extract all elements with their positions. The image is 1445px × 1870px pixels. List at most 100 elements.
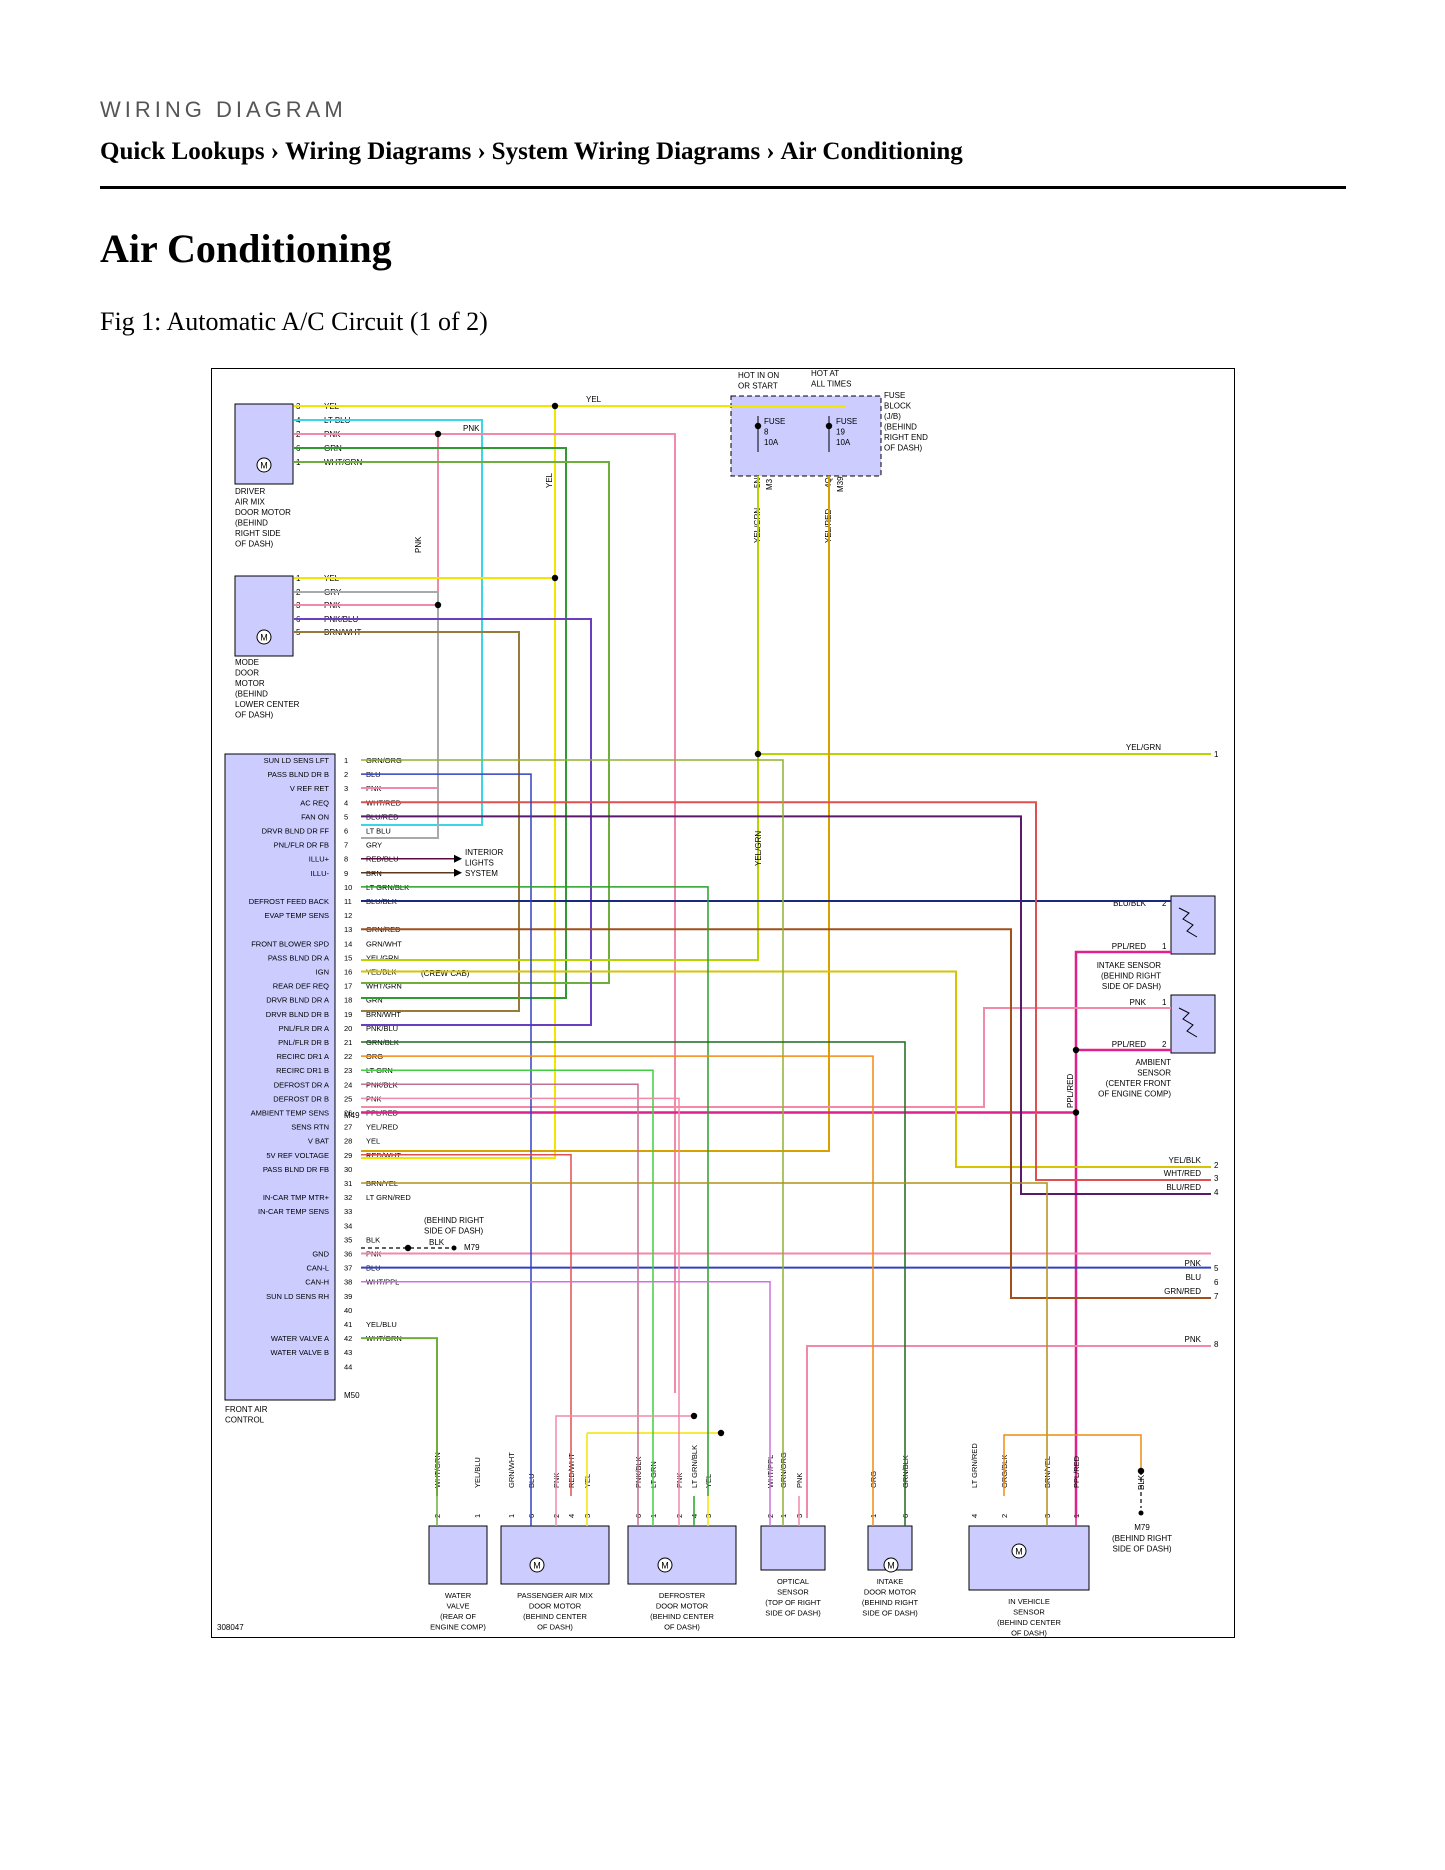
splice-dot — [434, 601, 442, 609]
connector-pin-number: 10 — [344, 883, 352, 892]
wire-wht-grn — [294, 461, 610, 984]
fuse-label: FUSE — [836, 417, 857, 426]
component-label: (BEHIND CENTER — [997, 1618, 1061, 1627]
wire-label: BLK — [366, 1235, 380, 1244]
control-pin-function: CAN-H — [305, 1278, 329, 1287]
wire-label: PPL/RED — [1112, 1040, 1146, 1049]
component-label: PASSENGER AIR MIX — [517, 1591, 593, 1600]
component-label: OF DASH) — [1011, 1629, 1047, 1638]
wire-label: BLK — [429, 1238, 445, 1247]
connector-pin-number: 42 — [344, 1334, 352, 1343]
note-label: SIDE OF DASH) — [424, 1227, 483, 1236]
wire-label: GRN/WHT — [507, 1452, 516, 1488]
wire-wht-red — [361, 801, 1211, 1181]
connector-pin-number: 4 — [970, 1514, 979, 1518]
connector-pin-number: 15 — [344, 953, 352, 962]
connector-pin-number: 26 — [344, 1109, 352, 1118]
connector-pin-number: 43 — [344, 1348, 352, 1357]
wire-label: PNK — [463, 424, 480, 433]
control-pin-function: PASS BLND DR FB — [263, 1165, 329, 1174]
component-label: DOOR MOTOR — [656, 1602, 709, 1611]
wire-label: BLU/BLK — [1113, 899, 1147, 908]
motor-icon — [529, 1557, 545, 1573]
control-pin-function: SUN LD SENS RH — [266, 1292, 329, 1301]
connector-pin-number: 34 — [344, 1221, 352, 1230]
component-label: INTAKE SENSOR — [1097, 961, 1162, 970]
connector-tag: M50 — [344, 1391, 360, 1400]
fuse-connector: M3 — [765, 478, 774, 490]
control-pin-function: GND — [312, 1250, 329, 1259]
breadcrumb-item[interactable]: Air Conditioning — [780, 138, 963, 165]
control-pin-function: IN-CAR TEMP SENS — [258, 1207, 329, 1216]
component-label: OF DASH) — [235, 711, 274, 720]
component-label: (TOP OF RIGHT — [765, 1598, 821, 1607]
breadcrumb-item[interactable]: Quick Lookups — [100, 138, 265, 165]
wire-blu — [361, 773, 532, 1496]
control-pin-function: REAR DEF REQ — [273, 982, 329, 991]
splice-dot — [754, 422, 762, 430]
wire-wht-ppl — [361, 1280, 771, 1496]
splice-dot — [717, 1429, 725, 1437]
wire-grn-red — [361, 928, 1211, 1299]
splice-dot — [404, 1244, 412, 1252]
breadcrumb-item[interactable]: Wiring Diagrams — [285, 138, 472, 165]
motor-icon: M — [661, 1561, 669, 1571]
fuse-hot-label: HOT IN ON — [738, 371, 779, 380]
connector-pin-number: 28 — [344, 1137, 352, 1146]
diagram-ref-number: 308047 — [217, 1623, 244, 1632]
wire-label: YEL/GRN — [366, 953, 399, 962]
wire-label: LT GRN/BLK — [690, 1445, 699, 1488]
wire-label: GRN/WHT — [366, 939, 402, 948]
figure-caption: Fig 1: Automatic A/C Circuit (1 of 2) — [100, 307, 488, 336]
wire-label: BRN/WHT — [366, 1010, 401, 1019]
control-pin-function: WATER VALVE B — [271, 1348, 329, 1357]
front-air-control — [224, 753, 336, 1401]
fuse-hot-label: HOT AT — [811, 369, 839, 378]
page-title: Air Conditioning — [100, 226, 392, 271]
wire-yel-grn — [361, 476, 759, 961]
connector-pin-number: 5 — [344, 812, 348, 821]
wire-label: YEL/GRN — [1126, 743, 1161, 752]
control-pin-function: IGN — [316, 968, 329, 977]
wire-label: PPL/RED — [1066, 1074, 1075, 1108]
fuse-block-label: RIGHT END — [884, 433, 928, 442]
control-pin-function: DEFROST DR B — [273, 1094, 329, 1103]
breadcrumb-item[interactable]: System Wiring Diagrams — [491, 138, 761, 165]
motor-icon — [657, 1557, 673, 1573]
component-label: AMBIENT — [1135, 1058, 1171, 1067]
wire-label: YEL/BLU — [366, 1320, 397, 1329]
bottom-component — [627, 1525, 737, 1585]
wire-org — [361, 1055, 874, 1496]
control-pin-function: DEFROST DR A — [274, 1080, 329, 1089]
connector-tag: M79 — [1134, 1523, 1150, 1532]
connector-pin-number: 4 — [567, 1514, 576, 1518]
breadcrumb-separator: › — [477, 138, 486, 165]
control-pin-function: WATER VALVE A — [271, 1334, 329, 1343]
connector-pin-number: 2 — [344, 770, 348, 779]
wire-label: LT GRN/RED — [366, 1193, 411, 1202]
motor-icon — [1011, 1543, 1027, 1559]
component-label: (REAR OF — [440, 1612, 476, 1621]
connector-pin-number: 5 — [1214, 1264, 1219, 1273]
connector-pin-number: 19 — [344, 1010, 352, 1019]
breadcrumb-separator: › — [270, 138, 279, 165]
wire-label: YEL — [545, 472, 554, 488]
motor-icon: M — [260, 461, 268, 471]
connector-pin-number: 1 — [1162, 998, 1167, 1007]
system-label: LIGHTS — [465, 859, 494, 868]
connector-pin-number: 7 — [344, 841, 348, 850]
control-pin-function: DEFROST FEED BACK — [249, 897, 329, 906]
connector-pin-number: 22 — [344, 1052, 352, 1061]
motor-icon — [256, 629, 272, 645]
component-label: (BEHIND RIGHT — [862, 1598, 919, 1607]
wire-yel-blu — [361, 1324, 477, 1496]
arrow-icon — [454, 854, 462, 863]
fuse-block-label: (BEHIND — [884, 423, 917, 432]
component-label: SENSOR — [777, 1588, 809, 1597]
component-label: DOOR MOTOR — [864, 1588, 917, 1597]
fuse-label: FUSE — [764, 417, 785, 426]
connector-pin-number: 1 — [344, 756, 348, 765]
control-pin-function: DRVR BLND DR FF — [262, 827, 330, 836]
wire-grn — [294, 447, 567, 999]
